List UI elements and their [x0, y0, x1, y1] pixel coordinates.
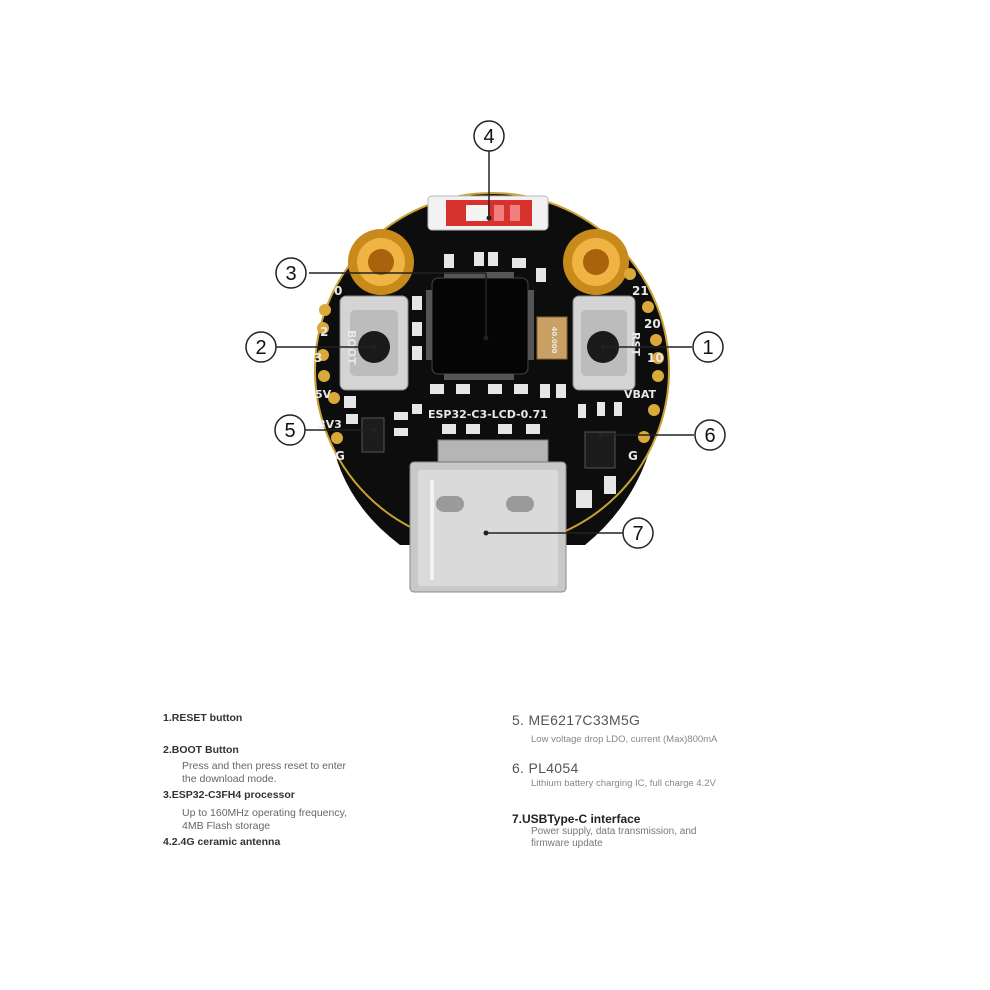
esp32-chip: [426, 272, 534, 380]
reset-button[interactable]: [572, 295, 636, 391]
mounting-hole-right: [563, 229, 629, 295]
svg-text:4: 4: [483, 126, 494, 148]
pin-label-3v3: 3V3: [318, 418, 342, 431]
callout-6: 6: [694, 419, 726, 451]
callout-5: 5: [274, 414, 306, 446]
callout-2: 2: [245, 331, 277, 363]
callout-4: 4: [473, 120, 505, 152]
legend-item-usb-desc-1: Power supply, data transmission, and: [531, 826, 697, 837]
vbat-label: VBAT: [624, 388, 657, 401]
callout-lines: [276, 151, 694, 534]
pin-label-5v: 5V: [315, 388, 332, 401]
charging-ic: [584, 431, 616, 469]
ceramic-antenna: [427, 195, 549, 231]
pin-label-g-right: G: [628, 449, 638, 463]
pin-label-0: 0: [334, 284, 342, 298]
passive-components: [344, 252, 622, 508]
pin-label-10: 10: [647, 351, 664, 365]
svg-text:1: 1: [702, 337, 713, 359]
legend-item-reset-title: 1.RESET button: [163, 712, 243, 724]
legend-item-ldo-desc: Low voltage drop LDO, current (Max)800mA: [531, 734, 718, 745]
pin-label-20: 20: [644, 317, 661, 331]
pin-label-3: 3: [314, 351, 322, 365]
pin-pads-left: [317, 304, 343, 444]
legend-item-processor-title: 3.ESP32-C3FH4 processor: [163, 789, 295, 801]
pin-label-21: 21: [632, 284, 649, 298]
legend-item-boot-desc-1: Press and then press reset to enter: [182, 760, 347, 772]
legend-item-charger-desc: Lithium battery charging IC, full charge…: [531, 778, 716, 789]
pin-label-g-left: G: [335, 449, 345, 463]
legend-item-boot-title: 2.BOOT Button: [163, 744, 239, 756]
callout-1: 1: [692, 331, 724, 363]
rst-label: RST: [629, 332, 642, 356]
svg-text:5: 5: [284, 420, 295, 442]
legend-item-usb-desc-2: firmware update: [531, 838, 603, 849]
pin-pads-right: [624, 268, 664, 443]
svg-text:7: 7: [632, 523, 643, 545]
mounting-hole-left: [348, 229, 414, 295]
legend-item-processor-desc-1: Up to 160MHz operating frequency,: [182, 807, 347, 819]
legend-item-charger-title: 6. PL4054: [512, 760, 579, 776]
svg-text:6: 6: [704, 425, 715, 447]
usb-c-connector: [409, 439, 567, 593]
ldo-regulator: [361, 417, 385, 453]
legend-item-antenna-title: 4.2.4G ceramic antenna: [163, 836, 281, 848]
svg-text:40.000: 40.000: [550, 326, 558, 353]
board-name-silkscreen: ESP32-C3-LCD-0.71: [428, 408, 548, 421]
svg-text:2: 2: [255, 337, 266, 359]
svg-text:3: 3: [285, 263, 296, 285]
legend-item-boot-desc-2: the download mode.: [182, 772, 277, 785]
legend-item-processor-desc-2: 4MB Flash storage: [182, 819, 271, 832]
callout-7: 7: [622, 517, 654, 549]
legend-item-ldo-title: 5. ME6217C33M5G: [512, 712, 641, 728]
board-illustration: 40.000: [245, 120, 726, 593]
callout-3: 3: [275, 257, 307, 289]
legend-left: 1.RESET button 2.BOOT Button Press and t…: [163, 712, 493, 848]
callout-dots: [371, 215, 606, 536]
pin-label-2: 2: [320, 325, 328, 339]
crystal: 40.000: [536, 316, 568, 360]
legend-item-usb-title: 7.USBType-C interface: [512, 812, 641, 826]
legend-right: 5. ME6217C33M5G Low voltage drop LDO, cu…: [512, 712, 812, 850]
